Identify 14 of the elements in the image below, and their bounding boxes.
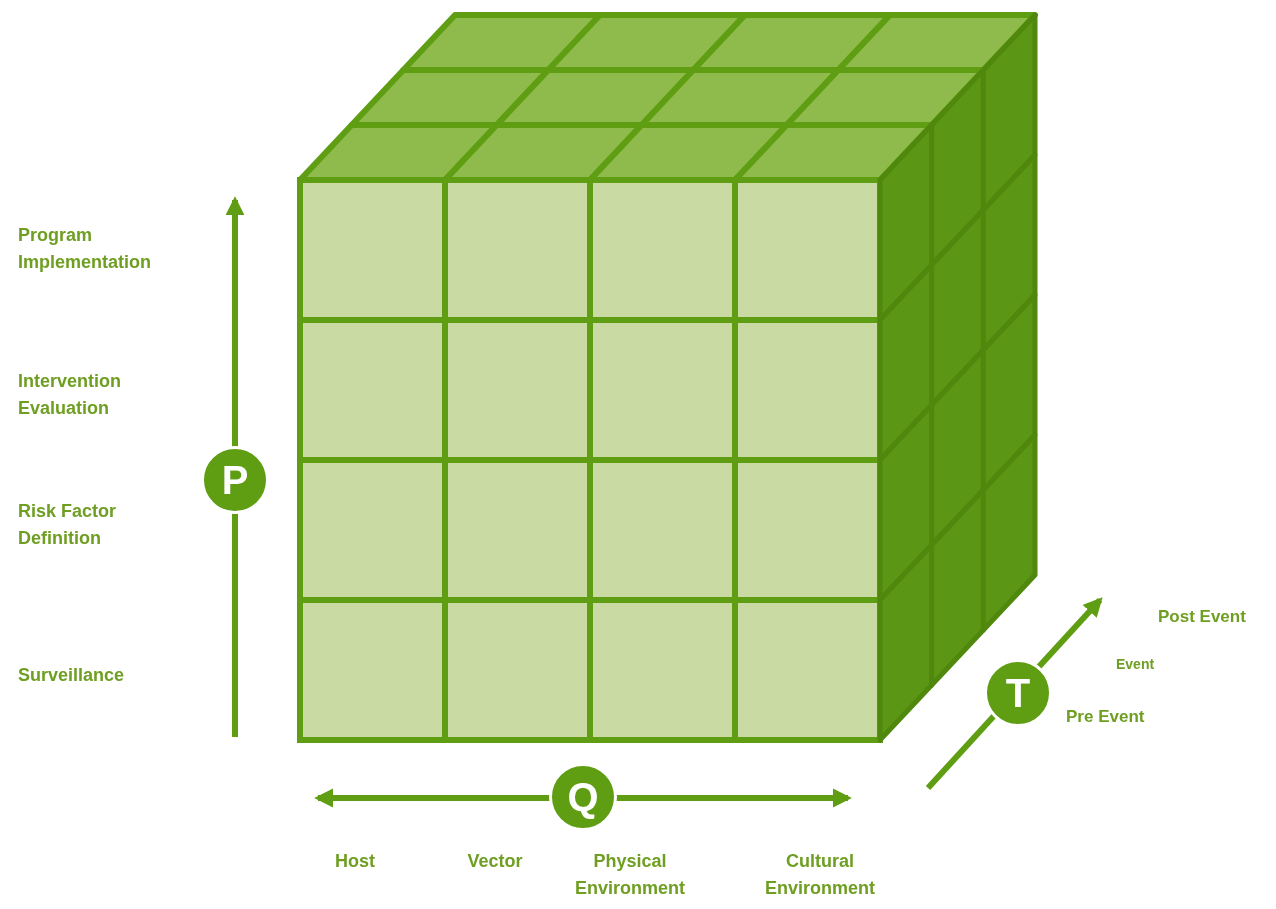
axis-label: Program Implementation xyxy=(18,224,152,274)
axis-label: Cultural Environment xyxy=(764,850,876,900)
axis-label: Physical Environment xyxy=(574,850,686,900)
axis-badge: P xyxy=(201,446,269,514)
axis-label: Event xyxy=(1116,655,1156,674)
axis-label: Vector xyxy=(466,850,524,873)
axis-badge: Q xyxy=(549,763,617,831)
axis-badge: T xyxy=(984,659,1052,727)
axis-label: Host xyxy=(334,850,376,873)
axis-label: Pre Event xyxy=(1066,706,1146,728)
axis-label: Intervention Evaluation xyxy=(18,370,122,420)
axis-label: Risk Factor Definition xyxy=(18,500,118,550)
axis-label: Surveillance xyxy=(18,664,126,687)
axis-label: Post Event xyxy=(1158,606,1247,628)
